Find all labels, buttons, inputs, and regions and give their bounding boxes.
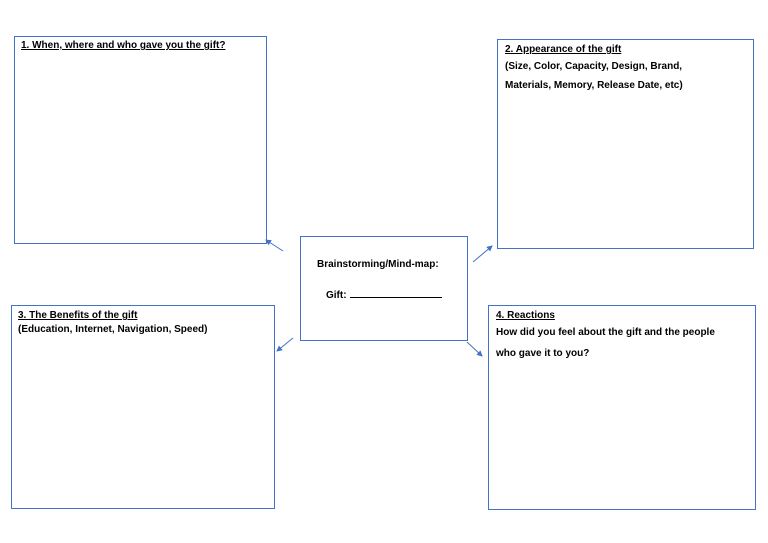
- center-box: Brainstorming/Mind-map: Gift:: [300, 236, 468, 341]
- box-3-line-1: (Education, Internet, Navigation, Speed): [18, 324, 208, 335]
- box-1-title: 1. When, where and who gave you the gift…: [21, 40, 226, 51]
- arrow-to-box-2: [472, 245, 493, 263]
- box-4-line-1: How did you feel about the gift and the …: [496, 327, 715, 338]
- box-2-line-2: Materials, Memory, Release Date, etc): [505, 80, 683, 91]
- box-benefits: 3. The Benefits of the gift (Education, …: [11, 305, 275, 509]
- gift-blank-line: [349, 288, 442, 298]
- center-title: Brainstorming/Mind-map:: [317, 259, 439, 270]
- arrow-to-box-1: [265, 239, 284, 252]
- gift-label: Gift:: [326, 290, 347, 301]
- box-2-line-1: (Size, Color, Capacity, Design, Brand,: [505, 61, 683, 72]
- box-4-line-2: who gave it to you?: [496, 348, 590, 359]
- box-reactions: 4. Reactions How did you feel about the …: [488, 305, 756, 510]
- box-4-title: 4. Reactions: [496, 310, 555, 321]
- gift-field: Gift:: [326, 288, 467, 302]
- arrow-to-box-4: [466, 341, 483, 357]
- box-2-title: 2. Appearance of the gift: [505, 44, 622, 55]
- box-appearance: 2. Appearance of the gift (Size, Color, …: [497, 39, 754, 249]
- box-when-where-who: 1. When, where and who gave you the gift…: [14, 36, 267, 244]
- box-3-title: 3. The Benefits of the gift: [18, 310, 138, 321]
- arrow-to-box-3: [276, 337, 294, 352]
